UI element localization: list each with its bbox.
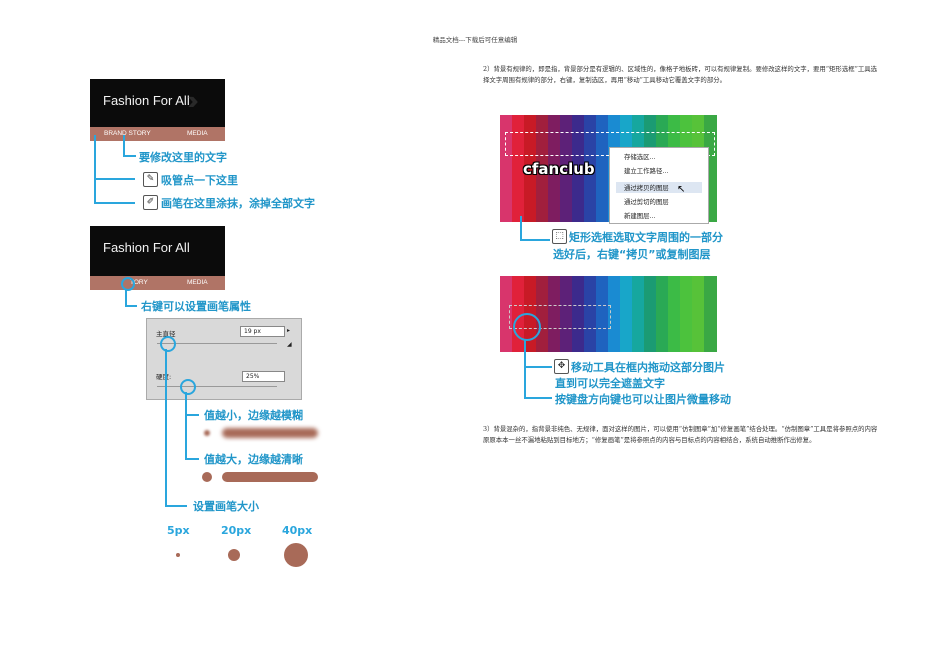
hard-edge-note: 值越大，边缘越清晰 xyxy=(204,453,303,466)
brush-settings-panel: 主直径 19 px ▸ ◢ 硬度: 25% xyxy=(146,318,302,400)
nav-media: MEDIA xyxy=(187,279,208,286)
brush-dot-40px xyxy=(284,543,308,567)
menu-item-layer-via-copy[interactable]: 通过拷贝的图层 xyxy=(624,184,669,192)
marquee-tool-icon: ⬚ xyxy=(552,229,567,244)
brush-dot-20px xyxy=(228,549,240,561)
hardness-slider[interactable] xyxy=(157,386,277,387)
soft-brush-dot xyxy=(204,430,210,436)
rightclick-note: 右键可以设置画笔属性 xyxy=(141,300,251,313)
callout-line xyxy=(123,155,136,157)
caption-2a: 移动工具在框内拖动这部分图片 xyxy=(571,361,725,374)
panel-corner-icon: ◢ xyxy=(287,341,292,348)
callout-line xyxy=(94,135,96,204)
cfanclub-logo: cfanclub xyxy=(523,160,595,178)
menu-item-save-selection[interactable]: 存储选区... xyxy=(624,153,656,161)
callout-line xyxy=(94,202,135,204)
callout-line xyxy=(94,178,135,180)
cursor-icon: ↖ xyxy=(677,184,686,195)
banner-title: Fashion For All xyxy=(103,93,190,108)
callout-line xyxy=(185,392,187,460)
callout-line xyxy=(524,339,526,399)
highlight-ring xyxy=(121,277,135,291)
callout-line xyxy=(185,414,199,416)
callout-text-3: 画笔在这里涂抹，涂掉全部文字 xyxy=(161,197,315,210)
paragraph-3: 3）背景混杂的，指背景非纯色、无规律，面对这样的图片，可以使用“仿制图章”加“修… xyxy=(483,425,878,444)
transform-box xyxy=(509,305,611,329)
soft-edge-note: 值越小，边缘越模糊 xyxy=(204,409,303,422)
soft-brush-stroke xyxy=(222,428,318,438)
context-menu: 存储选区... 建立工作路径... 通过拷贝的图层 通过剪切的图层 新建图层..… xyxy=(609,147,709,224)
banner-nav-2: TORY MEDIA xyxy=(90,276,225,290)
paragraph-2: 2）背景有规律的，即是指，背景部分是有逻辑的、区域性的，像格子地板砖，可以有规律… xyxy=(483,65,878,84)
diameter-label: 主直径 xyxy=(156,330,176,338)
brush-icon: ✐ xyxy=(143,195,158,210)
callout-line xyxy=(165,349,167,506)
page-header: 精品文档---下载后可任意编辑 xyxy=(432,36,518,44)
brush-size-note: 设置画笔大小 xyxy=(193,500,259,513)
diameter-slider-handle[interactable] xyxy=(160,336,176,352)
banner-nav-1: BRAND STORY MEDIA xyxy=(90,127,225,141)
hardness-slider-handle[interactable] xyxy=(180,379,196,395)
menu-highlight xyxy=(616,182,702,193)
caption-2b: 直到可以完全遮盖文字 xyxy=(555,377,665,390)
hard-brush-stroke xyxy=(222,472,318,482)
hardness-field[interactable]: 25% xyxy=(242,371,285,382)
callout-line xyxy=(123,135,125,157)
nav-brand-story: BRAND STORY xyxy=(104,130,151,137)
caption-2c: 按键盘方向键也可以让图片微量移动 xyxy=(555,393,731,406)
hardness-label: 硬度: xyxy=(156,373,172,381)
callout-line xyxy=(125,289,127,307)
size-5px-label: 5px xyxy=(167,524,190,537)
callout-line xyxy=(520,239,550,241)
callout-line xyxy=(165,505,187,507)
nav-story-partial: TORY xyxy=(130,279,148,286)
size-20px-label: 20px xyxy=(221,524,252,537)
callout-line xyxy=(524,366,552,368)
panel-menu-arrow-icon[interactable]: ▸ xyxy=(287,327,291,334)
callout-text-1: 要修改这里的文字 xyxy=(139,151,227,164)
banner-title: Fashion For All xyxy=(103,240,190,255)
move-tool-icon: ✥ xyxy=(554,359,569,374)
brush-dot-5px xyxy=(176,553,180,557)
diameter-field[interactable]: 19 px xyxy=(240,326,285,337)
fashion-banner-1: Fashion For All ››› xyxy=(90,79,225,127)
menu-item-make-path[interactable]: 建立工作路径... xyxy=(624,167,669,175)
caption-1b: 选好后，右键“拷贝”或复制图层 xyxy=(553,248,711,261)
size-40px-label: 40px xyxy=(282,524,313,537)
caption-1a: 矩形选框选取文字周围的一部分 xyxy=(569,231,723,244)
callout-line xyxy=(524,397,552,399)
diameter-slider[interactable] xyxy=(157,343,277,344)
nav-media: MEDIA xyxy=(187,130,208,137)
move-highlight-ring xyxy=(513,313,541,341)
menu-item-new-layer[interactable]: 新建图层... xyxy=(624,212,656,220)
eyedropper-icon: ✎ xyxy=(143,172,158,187)
hard-brush-dot xyxy=(202,472,212,482)
callout-text-2: 吸管点一下这里 xyxy=(161,174,238,187)
fashion-banner-2: Fashion For All xyxy=(90,226,225,276)
callout-line xyxy=(520,216,522,241)
callout-line xyxy=(125,305,137,307)
menu-item-layer-via-cut[interactable]: 通过剪切的图层 xyxy=(624,198,669,206)
callout-line xyxy=(185,458,199,460)
